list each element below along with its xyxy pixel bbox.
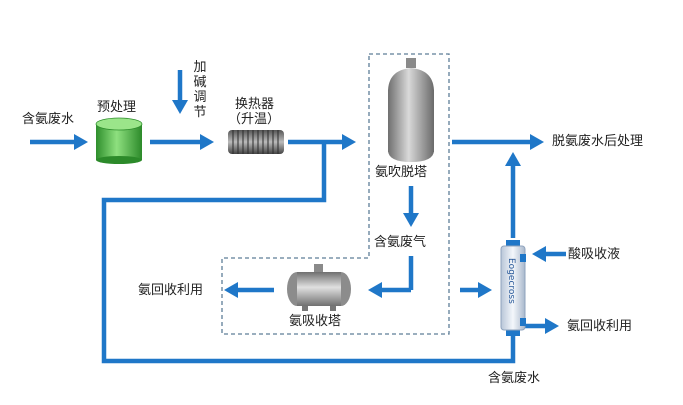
label-heat-exchanger: 换热器 (235, 97, 275, 112)
label-pretreatment: 预处理 (97, 100, 137, 115)
arrow-to-tower (342, 134, 356, 150)
arrow-feed-in (74, 134, 88, 150)
arrow-to-post (530, 134, 544, 150)
label-ammonia-recovery-left: 氨回收利用 (138, 283, 204, 298)
arrow-acid-in (532, 246, 546, 262)
membrane-module-icon: Eogecross (500, 240, 526, 336)
flow-recycle-loop (101, 142, 516, 364)
label-treated-to-post: 脱氨废水后处理 (552, 134, 644, 149)
arrow-tower-down (403, 213, 419, 227)
flow-arrowheads (74, 100, 559, 334)
label-acid-absorption-liquid: 酸吸收液 (568, 247, 621, 262)
label-ammonia-waste-gas: 含氨废气 (374, 235, 427, 250)
label-ammonia-wastewater-in: 含氨废水 (22, 112, 75, 127)
stripping-tower-icon (388, 58, 434, 162)
arrow-alkali-down (172, 100, 188, 114)
arrow-membrane-up (505, 152, 521, 166)
label-ammonia-recovery-right: 氨回收利用 (567, 319, 633, 334)
arrow-to-hx (200, 134, 214, 150)
stripping-section-border (221, 53, 450, 335)
label-alkali-adjust: 加碱调节 (193, 60, 207, 120)
label-ammonia-wastewater-bottom: 含氨废水 (488, 371, 541, 386)
arrow-to-recovery-right (545, 318, 559, 334)
heat-exchanger-icon (228, 130, 284, 154)
arrow-to-membrane (478, 282, 492, 298)
label-heat-exchanger-note: （升温） (228, 112, 281, 127)
flow-lines (30, 70, 566, 364)
arrow-gas-to-absorber (368, 282, 382, 298)
arrow-to-recovery-left (224, 282, 238, 298)
membrane-brand-text: Eogecross (506, 258, 516, 304)
label-stripping-tower: 氨吹脱塔 (375, 165, 428, 180)
absorption-tower-icon (287, 264, 351, 311)
pretreatment-tank-icon (95, 117, 143, 164)
label-absorption-tower: 氨吸收塔 (289, 314, 342, 329)
